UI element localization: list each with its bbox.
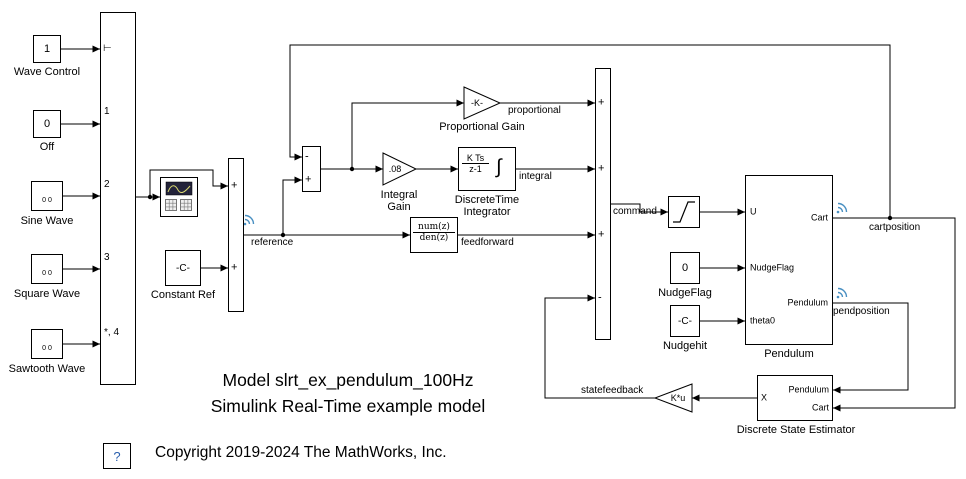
integral-gain-value: .08 xyxy=(388,164,402,174)
signal-label-pendposition: pendposition xyxy=(833,306,890,317)
model-title-annotation: Model slrt_ex_pendulum_100Hz Simulink Re… xyxy=(172,367,524,419)
dti-numerator: K Ts xyxy=(466,153,485,163)
sum-minus-sign: - xyxy=(305,150,309,163)
square-wave-label: Square Wave xyxy=(13,288,81,300)
sawtooth-wave-label: Sawtooth Wave xyxy=(8,363,86,375)
reference-sum-block[interactable] xyxy=(228,158,244,312)
sum-plus-sign: + xyxy=(598,228,605,241)
statefeedback-gain-value: K*u xyxy=(670,393,686,403)
signal-label-cartposition: cartposition xyxy=(869,222,921,233)
streaming-badge-icon[interactable] xyxy=(243,214,255,226)
discrete-state-estimator-block[interactable] xyxy=(757,375,833,421)
square-wave-block[interactable] xyxy=(31,254,63,284)
pendulum-output-pendulum: Pendulum xyxy=(787,297,828,308)
proportional-gain-value: -K- xyxy=(471,98,483,108)
nudgehit-value: -C- xyxy=(678,315,692,327)
nudgehit-label: Nudgehit xyxy=(662,340,708,352)
sine-wave-label: Sine Wave xyxy=(20,215,74,227)
help-block[interactable]: ? xyxy=(103,443,131,469)
sum-plus-sign: + xyxy=(231,179,238,192)
wave-control-constant-block[interactable]: 1 xyxy=(33,35,61,63)
sawtooth-wave-block[interactable] xyxy=(31,329,63,359)
off-constant-block[interactable]: 0 xyxy=(33,110,61,138)
pendulum-label: Pendulum xyxy=(764,348,814,360)
nudgeflag-label: NudgeFlag xyxy=(658,287,712,299)
pendulum-output-cart: Cart xyxy=(810,212,828,223)
integral-gain-label: Integral Gain xyxy=(369,189,429,213)
signal-label-proportional: proportional xyxy=(508,105,561,116)
sum-plus-sign: + xyxy=(598,96,605,109)
model-title-line2: Simulink Real-Time example model xyxy=(210,396,486,416)
nudgehit-constant-block[interactable]: -C- xyxy=(670,305,700,337)
nudgeflag-value: 0 xyxy=(681,262,689,274)
estimator-input-cart: Cart xyxy=(811,402,829,413)
sum-plus-sign: + xyxy=(598,162,605,175)
estimator-output-x: X xyxy=(761,392,768,403)
dti-fraction: K Ts z-1 xyxy=(462,153,489,174)
sum-plus-sign: + xyxy=(231,261,238,274)
sum-plus-sign: + xyxy=(305,173,312,186)
tf-denominator: den(z) xyxy=(419,233,449,243)
switch-port-1: 1 xyxy=(104,106,110,117)
square-wave-caption: 0 0 xyxy=(42,270,52,277)
integral-symbol: ∫ xyxy=(496,156,502,178)
sawtooth-wave-caption: 0 0 xyxy=(42,345,52,352)
off-label: Off xyxy=(39,141,55,153)
switch-port-2: 2 xyxy=(104,179,110,190)
signal-label-command: command xyxy=(613,206,657,217)
signal-label-reference: reference xyxy=(251,237,294,248)
saturation-block[interactable] xyxy=(668,196,700,228)
integral-gain-label-line2: Gain xyxy=(387,201,411,213)
model-title-line1: Model slrt_ex_pendulum_100Hz xyxy=(222,370,474,390)
dti-denominator: z-1 xyxy=(469,164,482,174)
dti-label-line2: Integrator xyxy=(463,206,511,218)
sum-minus-sign: - xyxy=(598,291,602,304)
nudgeflag-constant-block[interactable]: 0 xyxy=(670,252,700,284)
wave-control-value: 1 xyxy=(43,43,51,55)
pendulum-input-nudgeflag: NudgeFlag xyxy=(750,262,795,273)
constant-ref-block[interactable]: -C- xyxy=(165,250,201,286)
switch-port-default: *, 4 xyxy=(104,327,120,338)
dti-label-line1: DiscreteTime xyxy=(454,194,520,206)
constant-ref-label: Constant Ref xyxy=(150,289,216,301)
switch-port-3: 3 xyxy=(104,252,110,263)
scope-block[interactable] xyxy=(160,177,198,217)
help-question-icon: ? xyxy=(113,448,121,464)
proportional-gain-label: Proportional Gain xyxy=(439,121,525,133)
signal-label-statefeedback: statefeedback xyxy=(581,385,644,396)
fraction-bar xyxy=(413,232,455,233)
pendulum-input-theta0: theta0 xyxy=(750,315,776,326)
feedforward-tf-block[interactable] xyxy=(410,217,458,253)
estimator-input-pendulum: Pendulum xyxy=(788,384,829,395)
tf-fraction: num(z) den(z) xyxy=(413,222,455,243)
switch-control-marker: ⊢ xyxy=(103,43,112,54)
sine-wave-block[interactable] xyxy=(31,181,63,211)
sine-wave-caption: 0 0 xyxy=(42,197,52,204)
streaming-badge-icon[interactable] xyxy=(836,287,848,299)
constant-ref-value: -C- xyxy=(176,262,190,274)
wave-control-label: Wave Control xyxy=(13,66,81,78)
dti-label: DiscreteTime Integrator xyxy=(447,194,527,218)
integral-gain-label-line1: Integral xyxy=(380,189,418,201)
estimator-label: Discrete State Estimator xyxy=(736,424,856,436)
pendulum-input-u: U xyxy=(750,206,757,217)
tf-numerator: num(z) xyxy=(418,222,450,232)
signal-label-feedforward: feedforward xyxy=(461,237,514,248)
signal-label-integral: integral xyxy=(519,171,552,182)
streaming-badge-icon[interactable] xyxy=(836,202,848,214)
off-value: 0 xyxy=(43,118,51,130)
copyright-annotation: Copyright 2019-2024 The MathWorks, Inc. xyxy=(155,444,447,461)
